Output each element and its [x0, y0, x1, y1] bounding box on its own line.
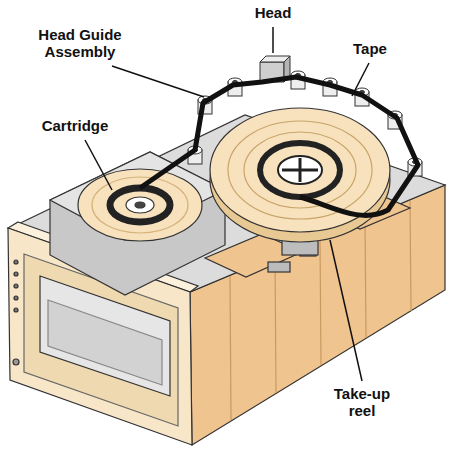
- part-label: Head Guide Assembly: [25, 26, 135, 61]
- part-label: Take-up reel: [322, 385, 402, 420]
- tape-path: [140, 77, 418, 215]
- part-label: Head: [243, 4, 303, 21]
- cartridge: [50, 152, 225, 295]
- part-label: Cartridge: [30, 117, 120, 134]
- head-guide-assembly: [188, 56, 422, 176]
- part-label: Tape: [345, 40, 395, 57]
- take-up-reel: [210, 108, 390, 255]
- leader-lines: [85, 27, 369, 381]
